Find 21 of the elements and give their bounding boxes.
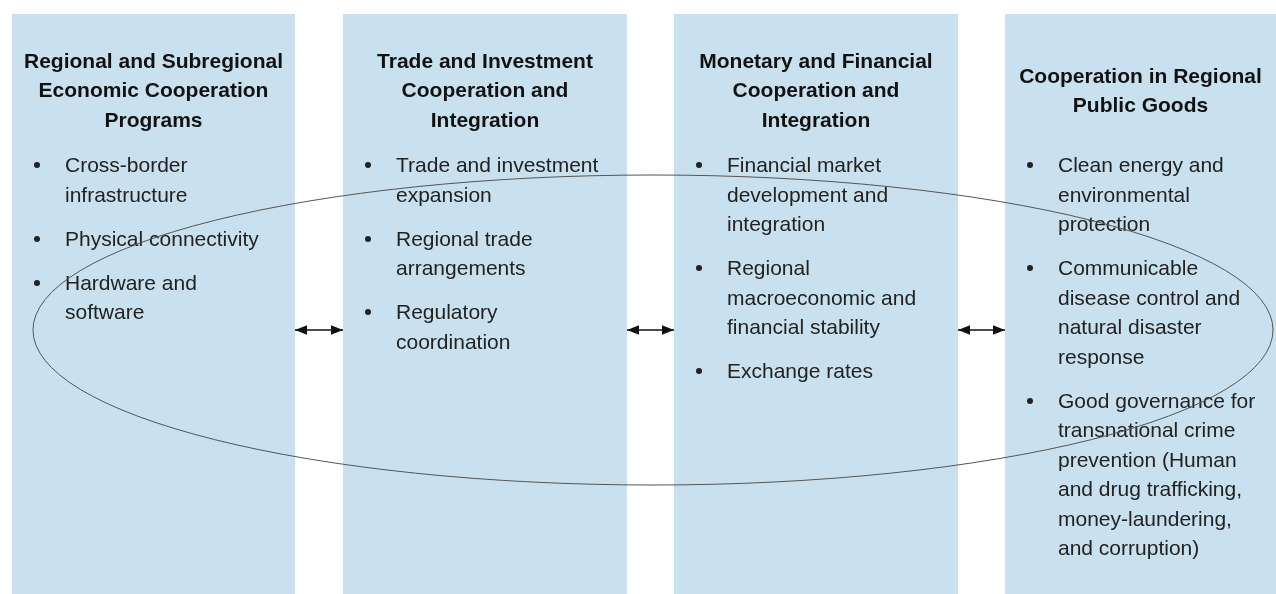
- bullet-item: Physical connectivity: [65, 226, 259, 250]
- column-heading: Cooperation in Regional Public Goods: [1018, 62, 1263, 118]
- bullet-item: Regional macroeconomic and financial stability: [727, 256, 917, 338]
- double-arrow: [957, 325, 1006, 335]
- bullet-item: Regulatory coordination: [396, 300, 511, 353]
- column-heading: Regional and Subregional Economic Cooperation Programs: [23, 47, 284, 133]
- bullet-item: Cross-border infrastructure: [65, 153, 188, 206]
- double-arrow: [294, 325, 344, 335]
- column-panel: [1005, 14, 1276, 594]
- bullet-item: Communicable disease control and natural disaster response: [1058, 256, 1241, 368]
- column-heading: Trade and Investment Cooperation and Integration: [376, 47, 594, 133]
- column-panel: [674, 14, 958, 594]
- column-panel: [343, 14, 627, 594]
- bullet-item: Financial market development and integration: [727, 153, 889, 235]
- column-heading: Monetary and Financial Cooperation and Integration: [698, 47, 934, 133]
- bullet-item: Trade and investment expansion: [396, 153, 599, 206]
- bullet-item: Hardware and software: [65, 270, 197, 323]
- bullet-item: Regional trade arrangements: [396, 226, 533, 279]
- column-panel: [12, 14, 295, 594]
- bullet-item: Exchange rates: [727, 359, 873, 382]
- double-arrow: [626, 325, 675, 335]
